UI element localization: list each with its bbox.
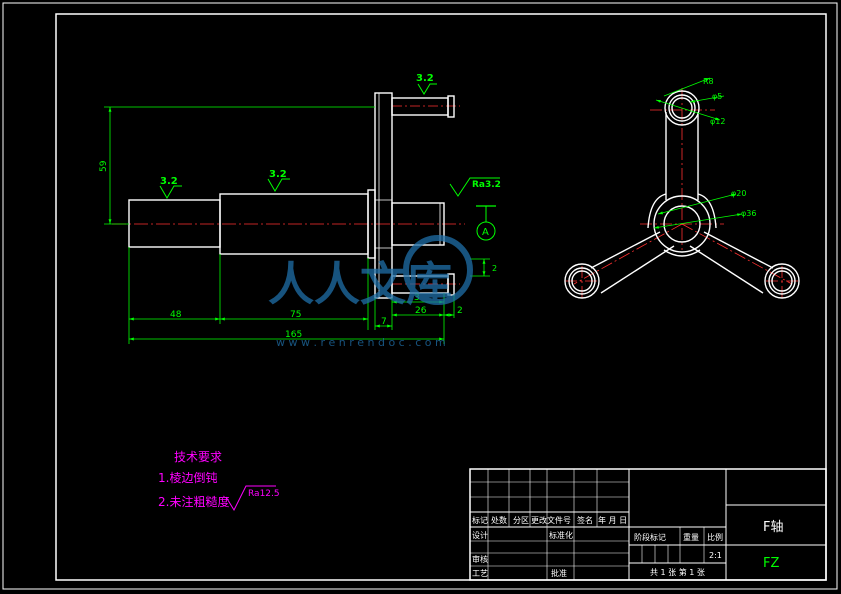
front-view: R8 φ5 φ12 φ20 φ36 [564, 77, 800, 299]
roughness-top-label: 3.2 [416, 73, 434, 84]
roughness-mid-label: 3.2 [269, 169, 287, 180]
tb-part-name: F轴 [763, 520, 783, 535]
tech-req-roughness: Ra12.5 [248, 489, 280, 499]
tb-process: 工艺 [472, 569, 488, 578]
side-dimensions [104, 106, 490, 344]
tb-zone: 分区 [513, 516, 529, 525]
title-block-text: 标记 处数 分区 更改文件号 签名 年 月 日 设计 标准化 阶段标记 重量 比… [472, 515, 783, 578]
tb-weight: 重量 [683, 532, 699, 542]
roughness-symbols [159, 83, 500, 512]
dim-2: 2 [457, 306, 463, 316]
tb-stage: 阶段标记 [634, 532, 666, 542]
dim-height-59: 59 [99, 160, 109, 172]
tb-count: 处数 [491, 515, 507, 525]
tech-req-item-2: 2.未注粗糙度 [158, 494, 229, 509]
title-block [469, 468, 827, 581]
tb-scale: 比例 [707, 532, 723, 542]
tech-req-item-1: 1.棱边倒钝 [158, 470, 217, 485]
dim-d36: φ36 [741, 209, 756, 218]
dim-d12: φ12 [710, 117, 725, 126]
dim-d5: φ5 [712, 92, 722, 101]
dim-26: 26 [415, 306, 427, 316]
dim-r8: R8 [703, 77, 714, 86]
tb-part-code: FZ [763, 556, 779, 571]
tb-mark: 标记 [472, 515, 488, 525]
tb-date: 年 月 日 [598, 515, 627, 525]
tb-sign: 签名 [577, 515, 593, 525]
tb-scale-value: 2:1 [709, 551, 722, 560]
dim-75: 75 [290, 310, 301, 320]
watermark-url: w w w . r e n r e n d o c . c o m [276, 336, 446, 349]
tb-standard: 标准化 [549, 530, 573, 540]
dim-165: 165 [285, 330, 302, 340]
dim-d20: φ20 [731, 189, 746, 198]
watermark: 人人文库 w w w . r e n r e n d o c . c o m [268, 235, 473, 349]
front-dimensions [653, 77, 743, 229]
tb-review: 审核 [472, 554, 488, 564]
dim-3: 3 [414, 293, 420, 303]
tb-design: 设计 [472, 530, 488, 540]
dim-right-small: 2 [492, 264, 497, 273]
tech-req-title: 技术要求 [174, 450, 222, 464]
dim-7: 7 [381, 317, 387, 327]
roughness-left-label: 3.2 [160, 176, 178, 187]
dim-48: 48 [170, 310, 182, 320]
tb-sheets: 共 1 张 第 1 张 [650, 567, 705, 577]
roughness-right-label: Ra3.2 [472, 180, 501, 190]
tb-doc: 更改文件号 [531, 515, 571, 525]
technical-requirements: 技术要求 1.棱边倒钝 2.未注粗糙度 Ra12.5 [158, 450, 280, 509]
datum-label: A [482, 227, 489, 238]
datum-a-marker: A [476, 205, 496, 241]
watermark-text: 人人文库 [268, 257, 452, 311]
tb-approve: 批准 [551, 568, 567, 578]
